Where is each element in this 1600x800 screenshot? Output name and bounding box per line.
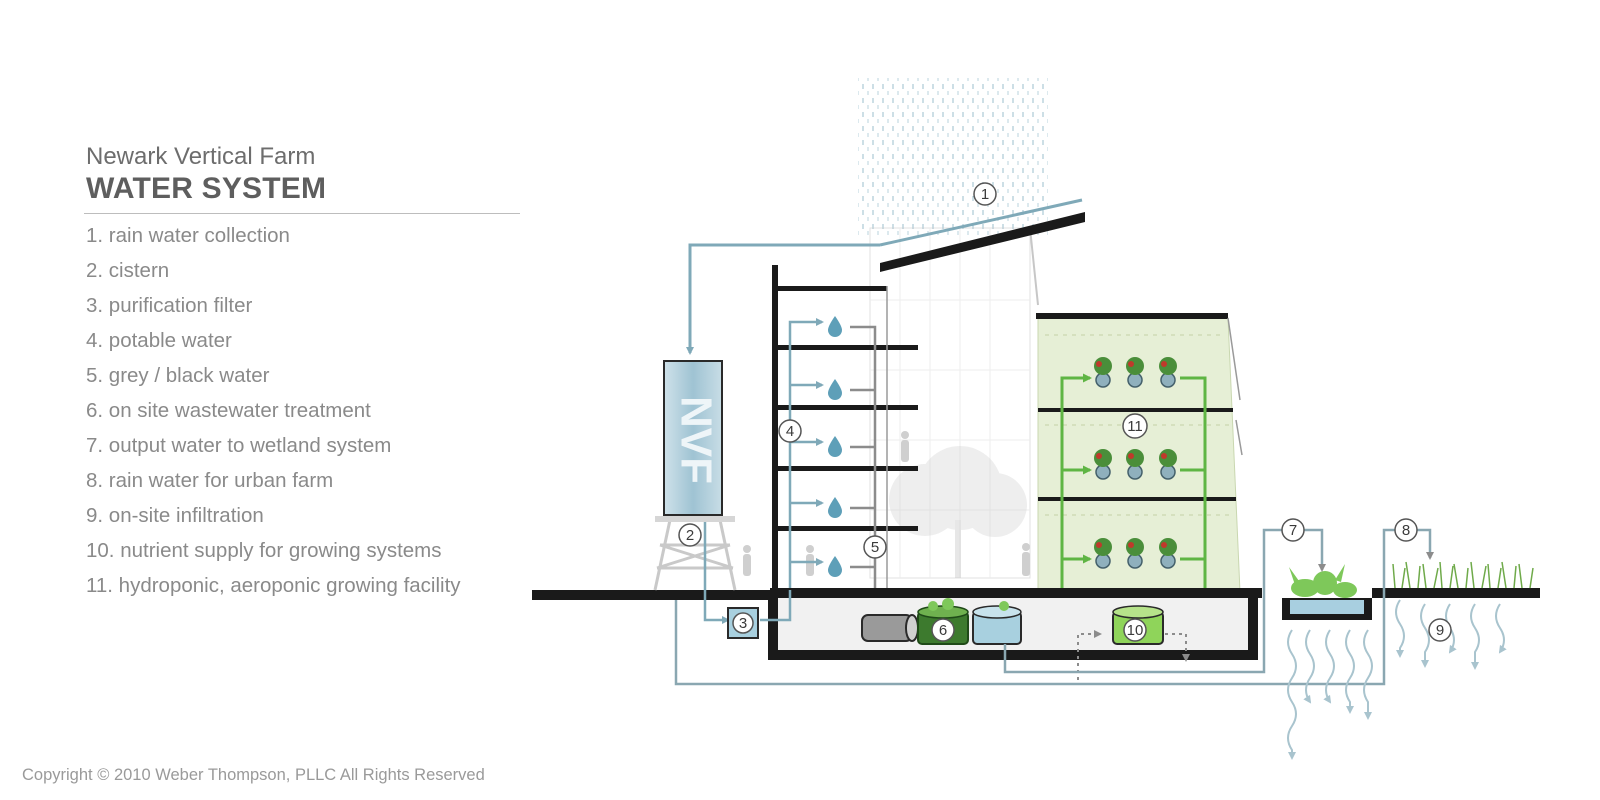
grey-water-tank [861, 614, 919, 642]
callout-1: 1 [973, 182, 997, 206]
legend-item: 1. rain water collection [86, 224, 290, 247]
callout-10: 10 [1123, 618, 1147, 642]
svg-text:5: 5 [871, 539, 879, 556]
legend-divider [84, 213, 520, 214]
plant-icon [1094, 449, 1112, 480]
plant-icon [1126, 357, 1144, 388]
water-drop-icon [828, 556, 842, 577]
office-building [772, 265, 918, 593]
water-drop-icon [828, 379, 842, 400]
people-silhouettes [743, 431, 1030, 576]
callout-5: 5 [863, 535, 887, 559]
svg-text:11: 11 [1127, 418, 1143, 435]
svg-text:7: 7 [1289, 522, 1297, 539]
plant-icon [1094, 538, 1112, 569]
callout-8: 8 [1394, 518, 1418, 542]
svg-text:9: 9 [1436, 622, 1444, 639]
plant-icon [1094, 357, 1112, 388]
callout-3: 3 [732, 612, 754, 634]
sloped-roof [879, 198, 1085, 272]
plant-icon [1159, 357, 1177, 388]
legend-item: 8. rain water for urban farm [86, 469, 334, 492]
legend-item: 5. grey / black water [86, 364, 270, 387]
svg-text:8: 8 [1402, 522, 1410, 539]
water-drop-icon [828, 316, 842, 337]
cistern-logo: NVF [671, 396, 720, 484]
growing-pods [1094, 357, 1177, 569]
legend-item: 4. potable water [86, 329, 232, 352]
legend-item: 9. on-site infiltration [86, 504, 264, 527]
nutrient-feed-dotted [1077, 630, 1190, 680]
copyright-notice: Copyright © 2010 Weber Thompson, PLLC Al… [22, 766, 485, 784]
svg-text:4: 4 [786, 423, 794, 440]
legend-item: 11. hydroponic, aeroponic growing facili… [86, 574, 461, 597]
callout-badges: 1 2 3 4 5 6 7 8 9 10 11 [678, 182, 1452, 642]
svg-text:6: 6 [939, 622, 947, 639]
svg-text:3: 3 [739, 615, 747, 632]
water-drop-icon [828, 436, 842, 457]
plant-icon [1126, 449, 1144, 480]
svg-text:2: 2 [686, 527, 694, 544]
potable-water-riser [788, 318, 824, 590]
legend-subtitle: Newark Vertical Farm [86, 143, 316, 170]
water-drop-icons [828, 316, 842, 577]
legend-list: 1. rain water collection 2. cistern 3. p… [86, 218, 526, 603]
tree-silhouette [889, 446, 1027, 578]
outflow-pipes [674, 528, 1434, 686]
callout-4: 4 [778, 419, 802, 443]
water-drop-icon [828, 497, 842, 518]
callout-2: 2 [678, 523, 702, 547]
plant-icon [1126, 538, 1144, 569]
legend-item: 6. on site wastewater treatment [86, 399, 371, 422]
callout-11: 11 [1122, 413, 1148, 439]
plant-icon [1159, 538, 1177, 569]
grey-water-return [850, 325, 879, 614]
svg-text:10: 10 [1127, 622, 1144, 639]
legend-title: WATER SYSTEM [86, 172, 327, 205]
infiltration-arrows [1287, 599, 1507, 760]
cistern-tank: NVF [653, 360, 737, 591]
treatment-tank-blue [972, 601, 1022, 645]
wetland-basin [1282, 564, 1372, 620]
rainfall [858, 78, 1048, 238]
svg-text:1: 1 [981, 186, 989, 203]
callout-9: 9 [1428, 618, 1452, 642]
plant-icon [1159, 449, 1177, 480]
urban-farm-grass [1392, 561, 1534, 589]
rain-collection-pipe [686, 243, 880, 355]
callout-6: 6 [931, 618, 955, 642]
legend-item: 2. cistern [86, 259, 170, 282]
legend-item: 3. purification filter [86, 294, 253, 317]
callout-7: 7 [1281, 518, 1305, 542]
legend-item: 10. nutrient supply for growing systems [86, 539, 442, 562]
legend-item: 7. output water to wetland system [86, 434, 392, 457]
legend: Newark Vertical Farm WATER SYSTEM 1. rai… [84, 143, 526, 603]
cistern-to-filter-pipe [703, 522, 792, 624]
